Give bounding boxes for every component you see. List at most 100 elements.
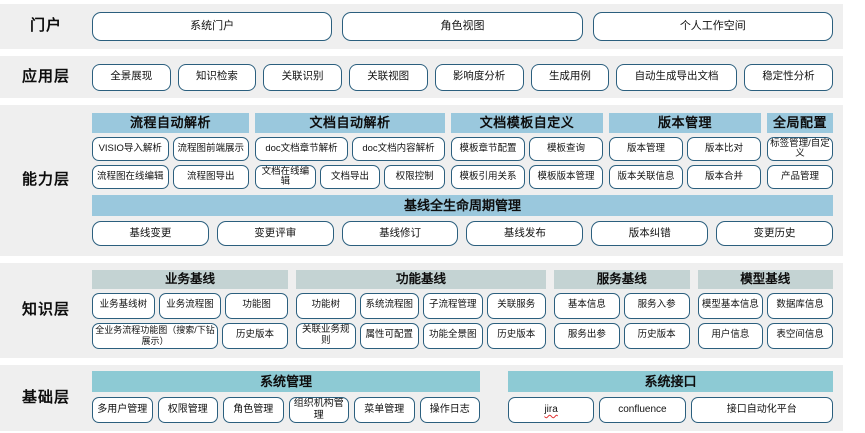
baseline-item[interactable]: 版本纠错: [591, 221, 709, 247]
capability-item[interactable]: 流程图导出: [172, 165, 249, 190]
baseline-item[interactable]: 基线修订: [341, 221, 459, 247]
baseline-item[interactable]: 变更历史: [716, 221, 833, 247]
group-row: 用户信息 表空间信息: [697, 322, 833, 349]
portal-item[interactable]: 个人工作空间: [592, 11, 833, 41]
group-row: 模板引用关系 模板版本管理: [451, 165, 603, 190]
knowledge-item[interactable]: 历史版本: [623, 322, 690, 349]
foundation-group-system-management: 系统管理 多用户管理 权限管理 角色管理 组织机构管理 菜单管理 操作日志: [92, 370, 480, 426]
capability-group-doc-parse: 文档自动解析 doc文档章节解析 doc文档内容解析 文档在线编辑 文档导出 权…: [255, 113, 446, 190]
baseline-item[interactable]: 基线发布: [466, 221, 584, 247]
layer-foundation: 基础层 系统管理 多用户管理 权限管理 角色管理 组织机构管理 菜单管理 操作日…: [0, 364, 843, 432]
knowledge-item[interactable]: 功能全景图: [423, 322, 483, 349]
application-item[interactable]: 影响度分析: [434, 63, 524, 91]
group-row: 基本信息 服务入参: [554, 292, 690, 319]
knowledge-item[interactable]: 服务入参: [623, 292, 690, 319]
knowledge-item[interactable]: 功能图: [225, 292, 289, 319]
layer-portal: 门户 系统门户 角色视图 个人工作空间: [0, 4, 843, 49]
capability-item[interactable]: 版本关联信息: [609, 165, 683, 190]
group-title: 模型基线: [697, 269, 833, 289]
capability-item[interactable]: 模板章节配置: [451, 137, 525, 162]
capability-baseline-block: 基线全生命周期管理 基线变更 变更评审 基线修订 基线发布 版本纠错 变更历史: [92, 195, 833, 247]
portal-item[interactable]: 角色视图: [342, 11, 583, 41]
capability-groups: 流程自动解析 VISIO导入解析 流程图前端展示 流程图在线编辑 流程图导出 文…: [92, 113, 833, 190]
capability-item[interactable]: 文档在线编辑: [255, 165, 316, 190]
group-title: 流程自动解析: [92, 113, 249, 134]
layer-knowledge: 知识层 业务基线 业务基线树 业务流程图 功能图 全业务流程功能图（搜索/下钻展…: [0, 262, 843, 358]
foundation-item-jira[interactable]: jira: [508, 396, 595, 423]
knowledge-item[interactable]: 业务基线树: [92, 292, 155, 319]
capability-item[interactable]: 版本管理: [609, 137, 683, 162]
group-row: 关联业务规则 属性可配置 功能全景图 历史版本: [296, 322, 546, 349]
application-item[interactable]: 知识检索: [177, 63, 257, 91]
foundation-body: 系统管理 多用户管理 权限管理 角色管理 组织机构管理 菜单管理 操作日志 系统…: [92, 365, 843, 432]
portal-items: 系统门户 角色视图 个人工作空间: [92, 11, 843, 41]
knowledge-item[interactable]: 模型基本信息: [697, 292, 764, 319]
capability-group-process-parse: 流程自动解析 VISIO导入解析 流程图前端展示 流程图在线编辑 流程图导出: [92, 113, 249, 190]
knowledge-item[interactable]: 属性可配置: [359, 322, 419, 349]
knowledge-body: 业务基线 业务基线树 业务流程图 功能图 全业务流程功能图（搜索/下钻展示） 历…: [92, 263, 843, 358]
foundation-item[interactable]: 权限管理: [157, 396, 218, 423]
application-item[interactable]: 全景展现: [92, 63, 171, 91]
group-row: 业务基线树 业务流程图 功能图: [92, 292, 289, 319]
knowledge-item[interactable]: 业务流程图: [158, 292, 222, 319]
capability-item[interactable]: 流程图在线编辑: [92, 165, 169, 190]
application-items: 全景展现 知识检索 关联识别 关联视图 影响度分析 生成用例 自动生成导出文档 …: [92, 63, 843, 91]
knowledge-item[interactable]: 子流程管理: [423, 292, 483, 319]
application-item[interactable]: 稳定性分析: [743, 63, 833, 91]
group-row: VISIO导入解析 流程图前端展示: [92, 137, 249, 162]
foundation-item[interactable]: 多用户管理: [92, 396, 153, 423]
capability-item[interactable]: 版本比对: [687, 137, 761, 162]
application-item[interactable]: 自动生成导出文档: [616, 63, 737, 91]
capability-item[interactable]: VISIO导入解析: [92, 137, 169, 162]
capability-item[interactable]: 模板版本管理: [529, 165, 603, 190]
foundation-item[interactable]: 菜单管理: [354, 396, 415, 423]
foundation-item[interactable]: 组织机构管理: [288, 396, 349, 423]
application-item[interactable]: 关联识别: [263, 63, 342, 91]
portal-item[interactable]: 系统门户: [92, 11, 333, 41]
knowledge-item[interactable]: 用户信息: [697, 322, 764, 349]
capability-item[interactable]: 流程图前端展示: [172, 137, 249, 162]
foundation-item-api-platform[interactable]: 接口自动化平台: [690, 396, 833, 423]
capability-item[interactable]: 标签管理/自定义: [767, 137, 833, 162]
group-row: 服务出参 历史版本: [554, 322, 690, 349]
knowledge-group-function-baseline: 功能基线 功能树 系统流程图 子流程管理 关联服务 关联业务规则 属性可配置 功…: [296, 269, 546, 351]
knowledge-item[interactable]: 数据库信息: [767, 292, 833, 319]
capability-item[interactable]: doc文档章节解析: [255, 137, 348, 162]
capability-item[interactable]: 产品管理: [767, 165, 833, 190]
layer-capability: 能力层 流程自动解析 VISIO导入解析 流程图前端展示 流程图在线编辑 流程图…: [0, 105, 843, 256]
knowledge-item[interactable]: 全业务流程功能图（搜索/下钻展示）: [92, 322, 218, 349]
group-title: 全局配置: [767, 113, 833, 134]
knowledge-item[interactable]: 功能树: [296, 292, 356, 319]
knowledge-item[interactable]: 历史版本: [222, 322, 288, 349]
layer-label-knowledge: 知识层: [21, 301, 70, 318]
group-row: jira confluence 接口自动化平台: [508, 396, 833, 423]
group-row: 模板章节配置 模板查询: [451, 137, 603, 162]
knowledge-item[interactable]: 历史版本: [486, 322, 546, 349]
baseline-item[interactable]: 基线变更: [92, 221, 209, 247]
group-row: 流程图在线编辑 流程图导出: [92, 165, 249, 190]
knowledge-item[interactable]: 服务出参: [554, 322, 620, 349]
knowledge-item[interactable]: 关联服务: [486, 292, 546, 319]
baseline-title: 基线全生命周期管理: [92, 195, 833, 217]
application-item[interactable]: 关联视图: [348, 63, 428, 91]
capability-item[interactable]: 版本合并: [687, 165, 761, 190]
capability-item[interactable]: 模板引用关系: [451, 165, 525, 190]
baseline-item[interactable]: 变更评审: [216, 221, 334, 247]
group-title: 系统管理: [92, 370, 480, 392]
knowledge-item[interactable]: 系统流程图: [359, 292, 419, 319]
foundation-item[interactable]: 操作日志: [419, 396, 480, 423]
knowledge-item[interactable]: 关联业务规则: [296, 322, 356, 349]
application-item[interactable]: 生成用例: [530, 63, 610, 91]
capability-item[interactable]: 文档导出: [319, 165, 381, 190]
knowledge-item[interactable]: 表空间信息: [767, 322, 833, 349]
foundation-group-system-interface: 系统接口 jira confluence 接口自动化平台: [508, 370, 833, 426]
group-title: 服务基线: [554, 269, 690, 289]
knowledge-item[interactable]: 基本信息: [554, 292, 620, 319]
knowledge-group-model-baseline: 模型基线 模型基本信息 数据库信息 用户信息 表空间信息: [697, 269, 833, 351]
foundation-item-confluence[interactable]: confluence: [599, 396, 686, 423]
capability-item[interactable]: 权限控制: [384, 165, 446, 190]
capability-item[interactable]: 模板查询: [529, 137, 603, 162]
foundation-item[interactable]: 角色管理: [223, 396, 284, 423]
capability-item[interactable]: doc文档内容解析: [352, 137, 445, 162]
baseline-items: 基线变更 变更评审 基线修订 基线发布 版本纠错 变更历史: [92, 221, 833, 247]
